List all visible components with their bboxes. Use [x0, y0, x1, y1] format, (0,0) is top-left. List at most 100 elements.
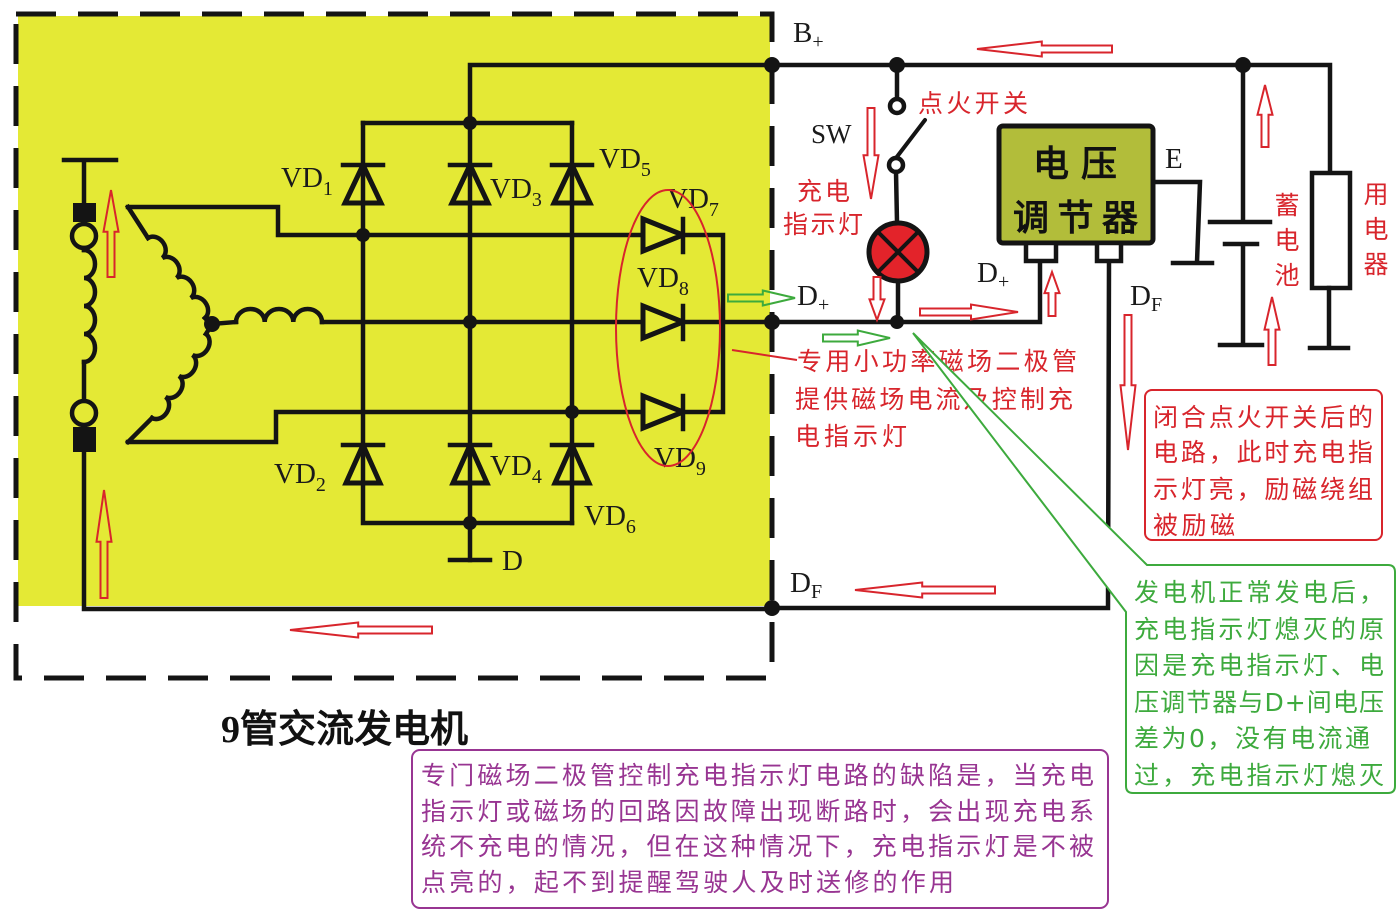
callout-line: 过，充电指示灯熄灭	[1134, 761, 1384, 790]
label-main: VD	[637, 262, 679, 294]
label-sub: +	[998, 271, 1009, 293]
label-sub: 8	[679, 278, 689, 300]
label-main: VD	[667, 183, 709, 215]
ignition-switch-label: 点火开关	[918, 89, 1028, 118]
annotation-line: 提供磁场电流及控制充	[795, 385, 1073, 414]
label-main: D	[797, 280, 818, 312]
switch-symbol-label: SW	[811, 119, 852, 149]
label-sub: 6	[626, 516, 636, 538]
terminal-label-b-plus: B+	[793, 17, 824, 53]
label-sub: F	[811, 581, 822, 603]
label-sub: 3	[532, 189, 542, 211]
current-arrow-right-icon	[822, 329, 891, 347]
alternator-title: 9管交流发电机	[221, 708, 468, 751]
regulator-label-d-plus: D+	[977, 257, 1009, 293]
diode-symbol	[640, 392, 690, 432]
current-arrow-down-icon	[862, 107, 880, 200]
switch-lower-lead	[893, 169, 900, 225]
current-arrow-right-icon	[919, 303, 1019, 321]
label-main: VD	[584, 500, 626, 532]
electrical-load	[1307, 170, 1353, 351]
current-arrow-up-icon	[95, 489, 113, 599]
load-label-char: 器	[1363, 250, 1388, 279]
field-upper-lead	[61, 157, 119, 206]
diode-symbol	[341, 159, 385, 206]
battery-symbol	[1207, 62, 1273, 348]
regulator-ground-e	[1150, 179, 1215, 266]
label-sub: +	[818, 294, 829, 316]
field-coil	[81, 247, 98, 365]
d-plus-external-wire	[769, 258, 1043, 325]
label-main: D	[977, 257, 998, 289]
label-main: D	[1130, 280, 1151, 312]
diode-label-vd8: VD8	[637, 262, 689, 300]
label-sub: 7	[709, 199, 719, 221]
charge-indicator-lamp	[866, 220, 930, 329]
lower-brush	[73, 427, 96, 452]
label-main: VD	[599, 143, 641, 175]
regulator-terminal-d-plus	[1023, 240, 1059, 264]
lamp-label-line-1: 充电	[797, 177, 850, 206]
diode-label-vd3: VD3	[490, 173, 542, 211]
label-sub: 9	[696, 458, 706, 480]
diode-vd4	[447, 438, 493, 486]
current-arrow-up-icon	[1256, 84, 1274, 148]
current-arrow-left-icon	[289, 621, 433, 639]
callout-line: 差为0，没有电流通	[1134, 724, 1370, 753]
callout-line: 压调节器与D+间电压	[1134, 688, 1384, 717]
current-arrow-left-icon	[976, 40, 1113, 58]
junction-dot	[356, 228, 370, 242]
callout-line: 被励磁	[1153, 511, 1235, 540]
defect-note: 专门磁场二极管控制充电指示灯电路的缺陷是，当充电 指示灯或磁场的回路因故障出现断…	[411, 749, 1109, 909]
junction-dot	[565, 405, 579, 419]
diode-label-vd6: VD6	[584, 500, 636, 538]
diode-label-vd5: VD5	[599, 143, 651, 181]
ignition-closed-callout: 闭合点火开关后的 电路，此时充电指 示灯亮，励磁绕组 被励磁	[1144, 389, 1383, 541]
star-point	[204, 316, 220, 332]
diode-vd7	[640, 215, 690, 255]
diode-vd8	[640, 302, 690, 342]
label-sub: 5	[641, 159, 651, 181]
field-diodes-pointer-line	[731, 349, 798, 361]
junction-dot	[463, 315, 477, 329]
note-line: 点亮的，起不到提醒驾驶人及时送修的作用	[421, 868, 954, 897]
field-diodes-highlight-ellipse	[615, 189, 721, 467]
ground-label-d: D	[502, 545, 523, 577]
label-sub: 1	[323, 178, 333, 200]
junction-dot	[463, 116, 477, 130]
current-arrow-up-icon	[102, 189, 120, 278]
diode-symbol	[550, 159, 594, 206]
regulator-body	[996, 123, 1156, 246]
diode-vd5	[549, 159, 595, 206]
load-ground	[1307, 285, 1351, 351]
junction-dot	[463, 516, 477, 530]
diode-symbol	[449, 438, 491, 486]
current-arrow-right-icon	[727, 289, 796, 307]
lower-slip-ring	[69, 398, 99, 428]
current-arrow-left-icon	[854, 581, 996, 599]
current-arrow-down-icon	[1119, 314, 1137, 451]
bridge-column-1	[360, 120, 575, 526]
label-main: VD	[490, 173, 532, 205]
diode-vd3	[447, 159, 493, 206]
label-main: D	[790, 567, 811, 599]
label-main: VD	[281, 162, 323, 194]
note-box	[411, 749, 1109, 909]
diode-label-vd4: VD4	[490, 450, 542, 488]
ignition-switch	[886, 57, 927, 225]
callout-box	[1144, 389, 1383, 541]
label-sub: F	[1151, 294, 1162, 316]
current-arrow-up-icon	[1043, 269, 1061, 317]
diode-label-vd2: VD2	[274, 458, 326, 496]
switch-contact-upper	[887, 96, 907, 116]
current-arrow-up-icon	[1263, 296, 1281, 366]
regulator-label-d-f: DF	[1130, 280, 1162, 316]
diode-label-vd9: VD9	[654, 442, 706, 480]
diode-vd2	[340, 438, 386, 486]
upper-slip-ring	[69, 221, 99, 251]
label-main: VD	[274, 458, 316, 490]
stator-coil-phase-a	[144, 234, 211, 322]
current-flow-arrows	[95, 40, 1281, 639]
diode-symbol	[640, 302, 690, 342]
